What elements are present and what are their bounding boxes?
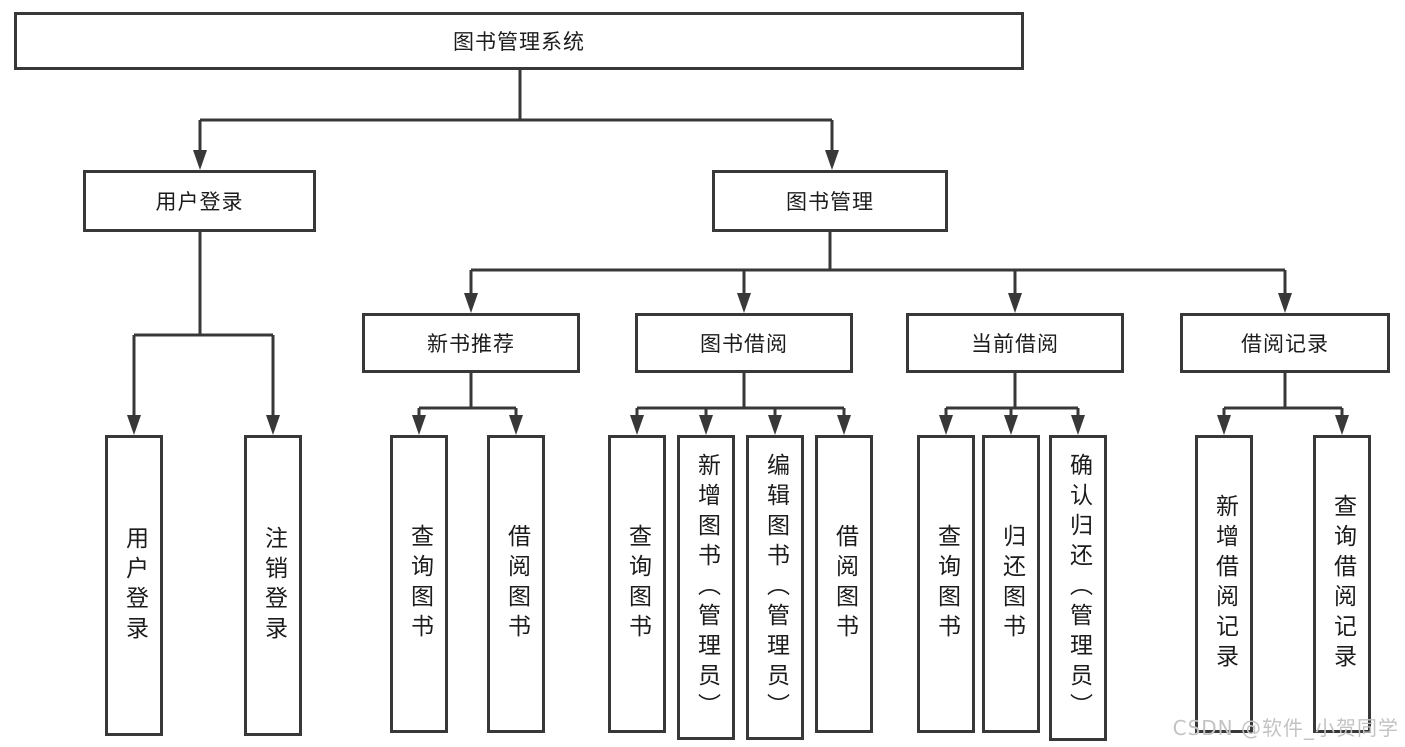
node-label: 查询图书 bbox=[624, 524, 651, 644]
csdn-watermark: CSDN @软件_小贺同学 bbox=[1172, 716, 1399, 740]
node-label: 归还图书 bbox=[998, 524, 1025, 644]
leaf-query-books-borrowing: 查询图书 bbox=[608, 435, 666, 733]
node-label: 新增图书（管理员） bbox=[693, 452, 720, 723]
leaf-query-books-current: 查询图书 bbox=[917, 435, 975, 733]
node-label: 图书借阅 bbox=[700, 332, 788, 356]
leaf-borrow-books: 借阅图书 bbox=[815, 435, 873, 733]
leaf-add-borrow-record: 新增借阅记录 bbox=[1195, 435, 1253, 733]
leaf-borrow-books-recommend: 借阅图书 bbox=[487, 435, 545, 733]
leaf-edit-book-admin: 编辑图书（管理员） bbox=[746, 435, 804, 740]
node-user-login-branch: 用户登录 bbox=[83, 170, 316, 232]
leaf-query-books-recommend: 查询图书 bbox=[390, 435, 448, 733]
leaf-query-borrow-record: 查询借阅记录 bbox=[1313, 435, 1371, 733]
leaf-user-login: 用户登录 bbox=[105, 435, 163, 736]
node-label: 新书推荐 bbox=[427, 332, 515, 356]
leaf-confirm-return-admin: 确认归还（管理员） bbox=[1049, 435, 1107, 741]
leaf-return-books: 归还图书 bbox=[982, 435, 1040, 733]
node-label: 图书管理 bbox=[786, 190, 874, 214]
node-label: 查询图书 bbox=[933, 524, 960, 644]
node-borrowing-records: 借阅记录 bbox=[1180, 313, 1390, 373]
node-label: 编辑图书（管理员） bbox=[762, 452, 789, 723]
node-label: 新增借阅记录 bbox=[1211, 494, 1238, 674]
node-label: 借阅图书 bbox=[831, 524, 858, 644]
node-label: 用户登录 bbox=[121, 525, 148, 646]
leaf-logout: 注销登录 bbox=[244, 435, 302, 736]
node-book-borrowing: 图书借阅 bbox=[635, 313, 853, 373]
node-label: 图书管理系统 bbox=[453, 30, 585, 54]
node-label: 用户登录 bbox=[155, 190, 244, 214]
node-book-management-branch: 图书管理 bbox=[712, 170, 948, 232]
node-label: 查询借阅记录 bbox=[1329, 494, 1356, 674]
node-label: 注销登录 bbox=[260, 525, 287, 646]
node-label: 当前借阅 bbox=[971, 332, 1059, 356]
leaf-add-book-admin: 新增图书（管理员） bbox=[677, 435, 735, 740]
node-label: 确认归还（管理员） bbox=[1065, 453, 1092, 723]
node-label: 借阅记录 bbox=[1241, 332, 1329, 356]
node-new-book-recommend: 新书推荐 bbox=[362, 313, 580, 373]
node-label: 查询图书 bbox=[406, 524, 433, 644]
node-label: 借阅图书 bbox=[503, 524, 530, 644]
arrowheads bbox=[127, 150, 1349, 435]
node-library-management-system: 图书管理系统 bbox=[14, 12, 1024, 70]
node-current-borrowing: 当前借阅 bbox=[906, 313, 1124, 373]
